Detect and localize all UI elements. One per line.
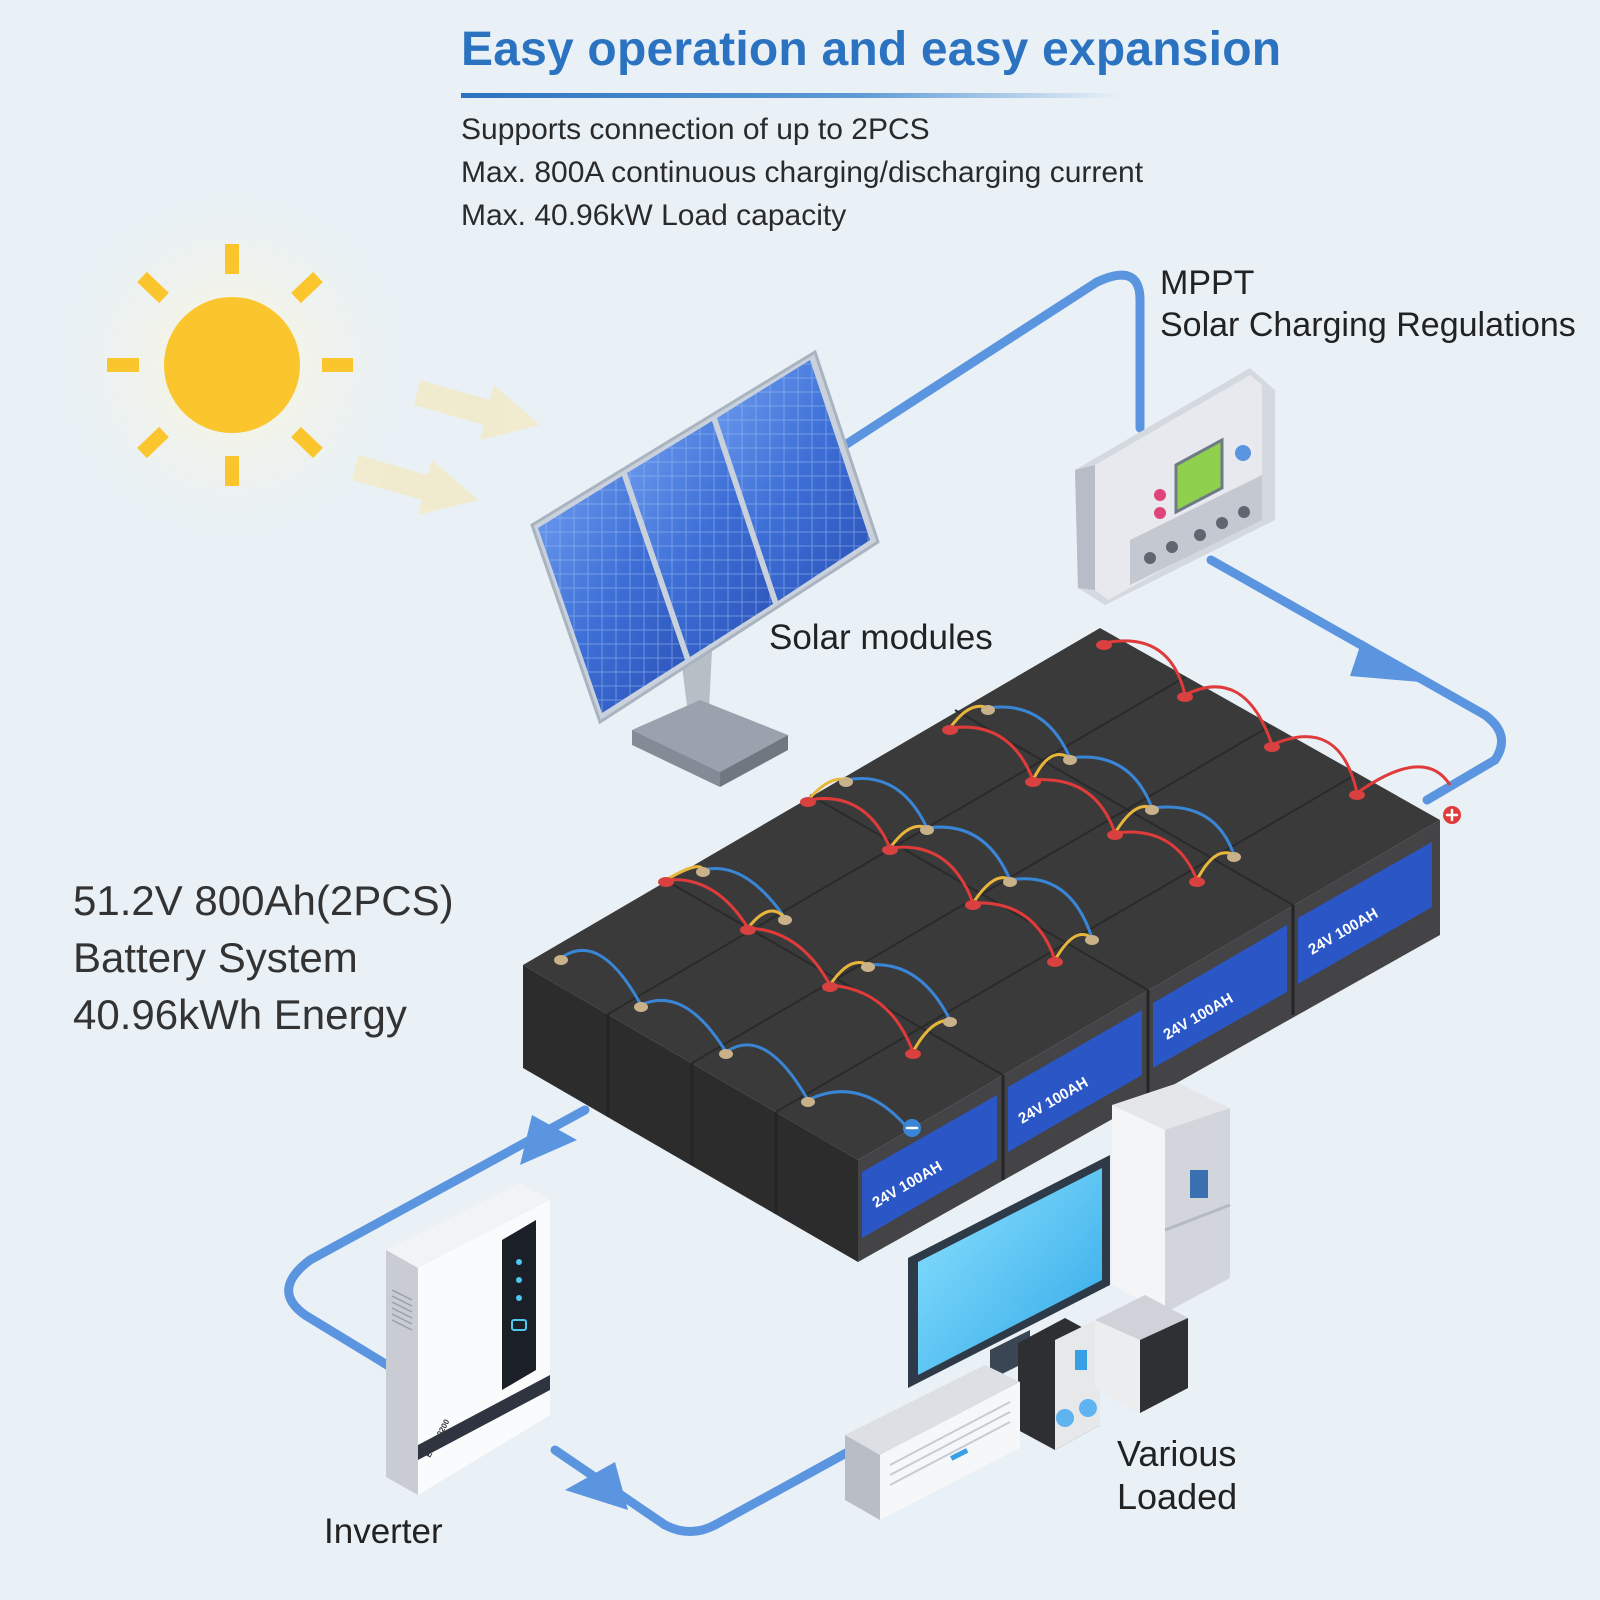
battery-spec-line3: 40.96kWh Energy <box>73 991 407 1038</box>
loads-label-line1: Various <box>1117 1433 1237 1474</box>
battery-system-label: 51.2V 800Ah(2PCS) Battery System 40.96kW… <box>73 872 454 1043</box>
page-title: Easy operation and easy expansion <box>461 23 1282 76</box>
battery-spec-line1: 51.2V 800Ah(2PCS) <box>73 877 454 924</box>
mppt-label-line2: Solar Charging Regulations <box>1160 306 1576 344</box>
arrow-head-battery-inverter <box>520 1115 577 1165</box>
battery-terminals <box>554 640 1461 1137</box>
inverter-icon: EVO-10200 <box>386 1183 550 1495</box>
flow-line-panel-to-mppt <box>837 270 1145 452</box>
flow-line-battery-to-inverter <box>284 1105 590 1373</box>
arrow-head-mppt-battery <box>1350 640 1432 683</box>
arrow-head-inverter-loads <box>565 1462 628 1510</box>
feature-item: Supports connection of up to 2PCS <box>461 113 930 146</box>
feature-item: Max. 800A continuous charging/dischargin… <box>461 156 1144 189</box>
sun-icon <box>12 145 452 585</box>
loads-group <box>845 1083 1231 1520</box>
solar-panel-icon <box>530 349 880 787</box>
battery-bank-icon: 24V 100AH 24V 100AH 24V 100AH 24V 100AH <box>523 628 1461 1262</box>
sunlight-arrows <box>352 380 540 515</box>
inverter-label: Inverter <box>324 1512 443 1551</box>
flow-line-inverter-to-loads <box>550 1445 853 1536</box>
battery-spec-line2: Battery System <box>73 934 358 981</box>
flow-arrows <box>520 640 1432 1510</box>
mppt-controller-icon <box>1075 368 1275 605</box>
feature-list: Supports connection of up to 2PCS Max. 8… <box>461 108 1143 237</box>
mppt-label-line1: MPPT <box>1160 264 1255 302</box>
solar-modules-label: Solar modules <box>769 618 993 657</box>
air-conditioner-icon <box>845 1365 1020 1520</box>
flow-line-mppt-to-battery <box>1206 555 1507 805</box>
title-underline <box>461 93 1121 98</box>
loads-label: Various Loaded <box>1117 1432 1237 1518</box>
loads-label-line2: Loaded <box>1117 1476 1238 1517</box>
microwave-icon <box>1095 1295 1188 1413</box>
mppt-label: MPPT Solar Charging Regulations <box>1160 262 1576 346</box>
coffee-machine-icon <box>1018 1318 1100 1450</box>
feature-item: Max. 40.96kW Load capacity <box>461 199 847 232</box>
flow-lines <box>284 270 1507 1536</box>
battery-cables <box>560 639 1452 1127</box>
fridge-icon <box>1112 1083 1231 1313</box>
